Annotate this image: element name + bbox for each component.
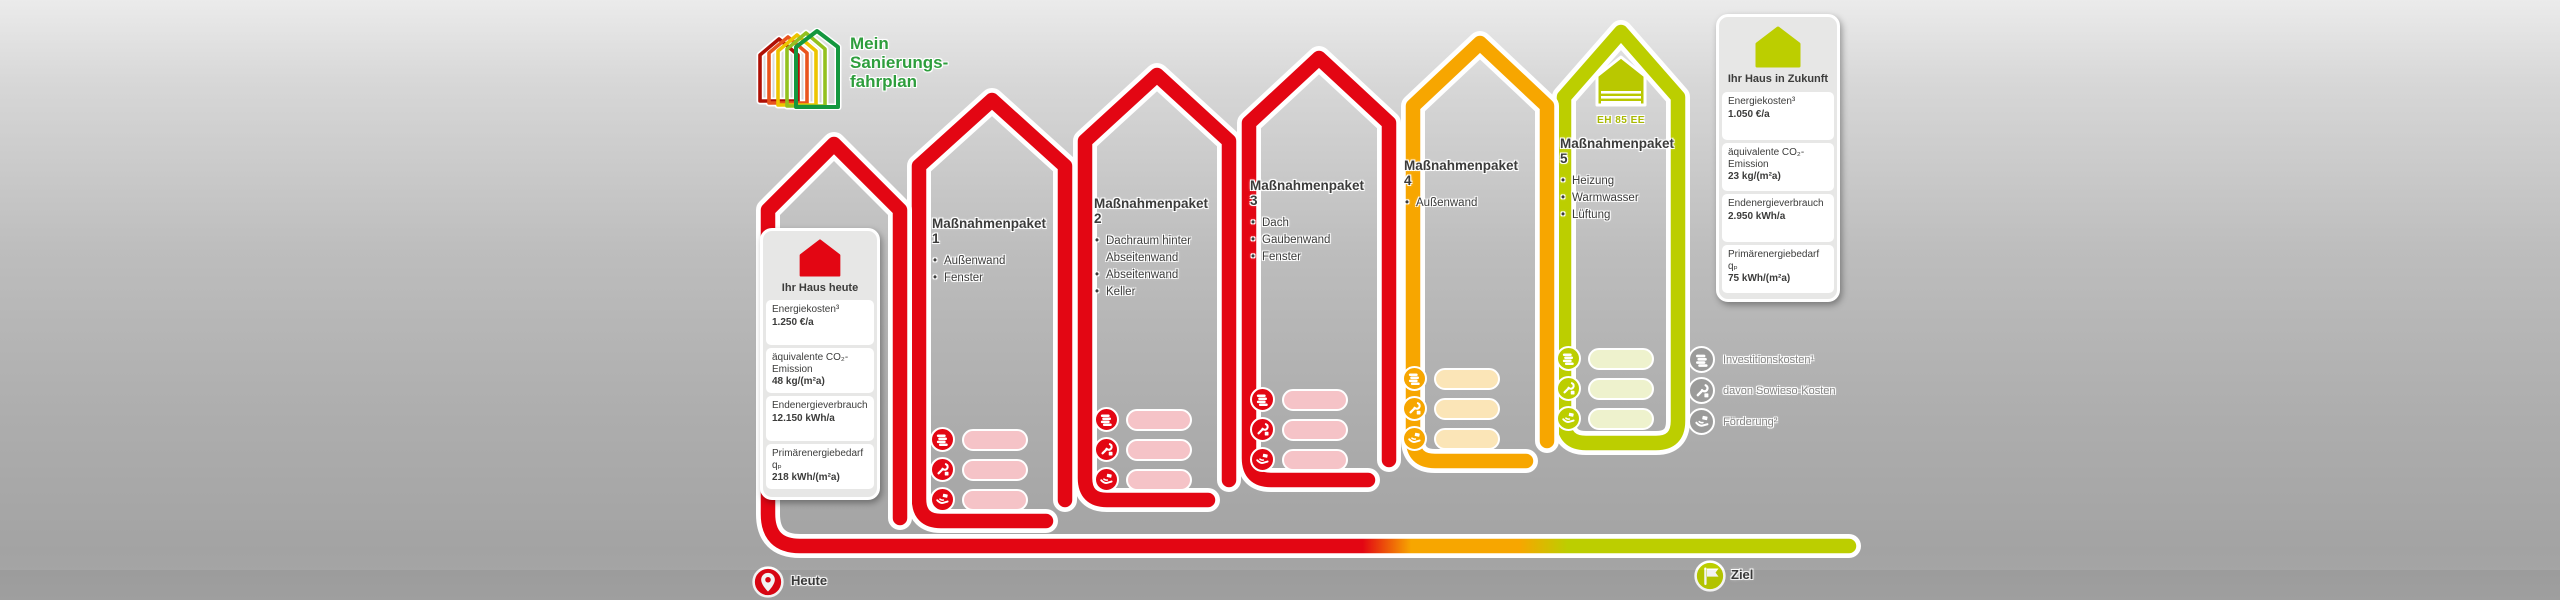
package-1: Maßnahmenpaket 1 Außenwand Fenster [932, 216, 1054, 287]
house-outline-6 [1552, 20, 1690, 455]
cost-bar [1588, 377, 1654, 400]
logo-houses-icon [756, 28, 842, 110]
cost-cluster-package-2 [1094, 407, 1192, 497]
funding-icon [1250, 447, 1275, 472]
cost-bar [1282, 388, 1348, 411]
package-2: Maßnahmenpaket 2 Dachraum hinter Abseite… [1094, 196, 1216, 301]
coins-icon [1094, 407, 1119, 432]
cost-bar [1282, 448, 1348, 471]
legend-row-investitionskosten: Investitionskosten¹ [1688, 346, 1836, 373]
coins-icon [930, 427, 955, 452]
cost-cluster-package-4 [1402, 366, 1500, 456]
timeline-start-label: Heute [791, 573, 828, 588]
cost-bar [1126, 468, 1192, 491]
cost-bar [1434, 427, 1500, 450]
repair-icon [1402, 396, 1427, 421]
legend: Investitionskosten¹ davon Sowieso-Kosten… [1688, 346, 1836, 439]
cost-bar [1434, 397, 1500, 420]
cost-bar [1126, 438, 1192, 461]
package-2-item: Keller [1095, 284, 1216, 301]
package-2-item: Dachraum hinter Abseitenwand [1095, 233, 1216, 267]
cost-bar [1434, 367, 1500, 390]
house-today-icon [799, 239, 841, 277]
cost-cluster-package-5 [1556, 346, 1654, 436]
legend-label: Förderung² [1723, 415, 1778, 428]
efficiency-badge-label: EH 85 EE [1597, 115, 1645, 126]
package-5-item: Warmwasser [1561, 190, 1682, 207]
package-3-title: Maßnahmenpaket 3 [1250, 178, 1365, 208]
package-4-title: Maßnahmenpaket 4 [1404, 158, 1519, 188]
card-today-title: Ihr Haus heute [781, 282, 859, 294]
cost-cluster-package-3 [1250, 387, 1348, 477]
house-outline-1-and-road [756, 132, 1861, 558]
package-2-item: Abseitenwand [1095, 267, 1216, 284]
package-5-title: Maßnahmenpaket 5 [1560, 136, 1675, 166]
cost-bar [1126, 408, 1192, 431]
package-5-item: Heizung [1561, 173, 1682, 190]
location-pin-icon [752, 566, 784, 598]
efficiency-house-badge: EH 85 EE [1590, 54, 1652, 126]
repair-icon [1250, 417, 1275, 442]
package-3-item: Dach [1251, 215, 1372, 232]
repair-icon [1688, 377, 1715, 404]
package-3-item: Fenster [1251, 249, 1372, 266]
card-future-title: Ihr Haus in Zukunft [1727, 73, 1829, 85]
coins-icon [1688, 346, 1715, 373]
funding-icon [1402, 426, 1427, 451]
house-outline-2 [907, 88, 1077, 533]
cost-bar [962, 428, 1028, 451]
house-outline-3 [1073, 63, 1241, 512]
package-5: Maßnahmenpaket 5 Heizung Warmwasser Lüft… [1560, 136, 1682, 224]
cost-bar [1282, 418, 1348, 441]
package-1-title: Maßnahmenpaket 1 [932, 216, 1047, 246]
package-4-item: Außenwand [1405, 195, 1526, 212]
funding-icon [1094, 467, 1119, 492]
repair-icon [930, 457, 955, 482]
package-2-title: Maßnahmenpaket 2 [1094, 196, 1209, 226]
funding-icon [1688, 408, 1715, 435]
repair-icon [1556, 376, 1581, 401]
coins-icon [1250, 387, 1275, 412]
cost-cluster-package-1 [930, 427, 1028, 517]
coins-icon [1402, 366, 1427, 391]
legend-label: davon Sowieso-Kosten [1723, 384, 1836, 397]
goal-flag-icon [1694, 560, 1726, 592]
cost-bar [1588, 407, 1654, 430]
package-3-item: Gaubenwand [1251, 232, 1372, 249]
efficiency-house-icon [1595, 55, 1647, 107]
cost-bar [962, 458, 1028, 481]
legend-label: Investitionskosten¹ [1723, 353, 1815, 366]
funding-icon [1556, 406, 1581, 431]
package-1-item: Außenwand [933, 253, 1054, 270]
legend-row-sowieso-kosten: davon Sowieso-Kosten [1688, 377, 1836, 404]
package-5-item: Lüftung [1561, 207, 1682, 224]
cost-bar [1588, 347, 1654, 370]
coins-icon [1556, 346, 1581, 371]
package-1-item: Fenster [933, 270, 1054, 287]
package-4: Maßnahmenpaket 4 Außenwand [1404, 158, 1526, 212]
package-3: Maßnahmenpaket 3 Dach Gaubenwand Fenster [1250, 178, 1372, 266]
house-future-icon [1755, 26, 1801, 68]
repair-icon [1094, 437, 1119, 462]
logo-wordmark: Mein Sanierungs- fahrplan [850, 34, 949, 91]
timeline-end-label: Ziel [1731, 567, 1754, 582]
cost-bar [962, 488, 1028, 511]
legend-row-foerderung: Förderung² [1688, 408, 1836, 435]
house-outline-4 [1237, 46, 1401, 492]
funding-icon [930, 487, 955, 512]
